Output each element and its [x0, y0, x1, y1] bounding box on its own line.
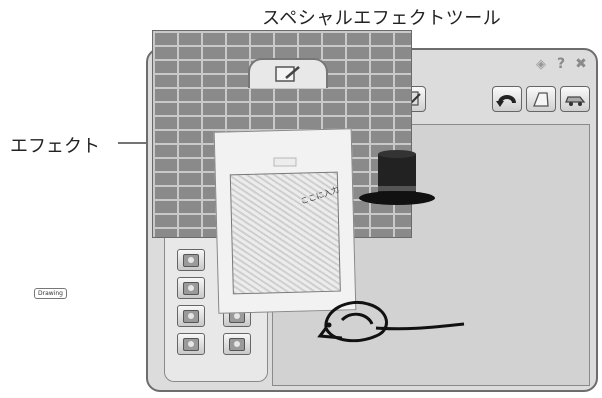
- minimize-button[interactable]: ◈: [536, 56, 546, 72]
- effects-callout: エフェクト: [10, 136, 100, 157]
- eraser-button[interactable]: [526, 86, 556, 112]
- face-thumbnail-icon: [183, 281, 199, 295]
- car-icon: [565, 96, 586, 106]
- pencil-paper-icon: [275, 66, 300, 82]
- car-button[interactable]: [560, 86, 590, 112]
- effect-button[interactable]: [177, 277, 205, 299]
- effect-button[interactable]: [223, 333, 251, 355]
- special-effect-tool-callout: スペシャルエフェクトツール: [262, 8, 502, 29]
- face-thumbnail-icon: [183, 337, 199, 351]
- effect-button[interactable]: [177, 333, 205, 355]
- undo-button[interactable]: [492, 86, 522, 112]
- help-button[interactable]: ?: [556, 56, 566, 72]
- undo-icon: [496, 95, 516, 107]
- close-button[interactable]: ✖: [575, 56, 587, 72]
- face-thumbnail-icon: [183, 309, 199, 323]
- window-controls: ◈ ? ✖: [534, 56, 588, 72]
- effect-tooltip: Drawing: [34, 288, 67, 299]
- tab-edit[interactable]: [248, 58, 328, 88]
- polaroid-photo[interactable]: [213, 128, 357, 314]
- face-thumbnail-icon: [183, 253, 199, 267]
- effect-button[interactable]: [177, 305, 205, 327]
- eraser-icon: [533, 92, 549, 107]
- effect-button[interactable]: [177, 249, 205, 271]
- face-thumbnail-icon: [229, 337, 245, 351]
